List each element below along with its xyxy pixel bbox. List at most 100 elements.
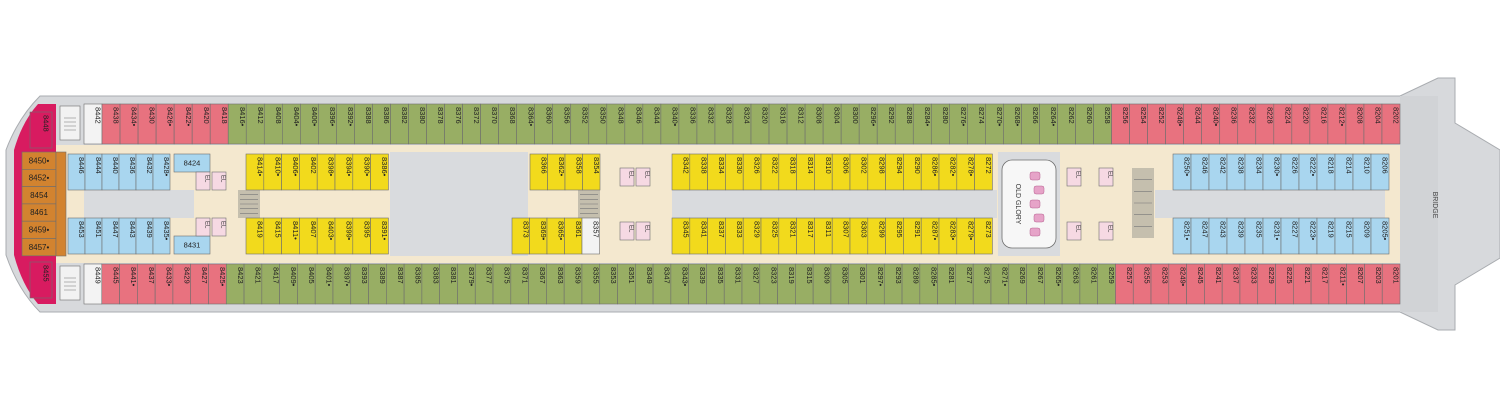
cabin-8433[interactable]: 8433• bbox=[154, 263, 174, 305]
cabin-8342[interactable]: 8342 bbox=[671, 153, 691, 191]
cabin-8324[interactable]: 8324 bbox=[732, 103, 752, 145]
cabin-8202[interactable]: 8202 bbox=[1381, 103, 1401, 145]
cabin-8386[interactable]: 8386• bbox=[370, 153, 390, 191]
cabin-8283[interactable]: 8283• bbox=[938, 217, 958, 255]
cabin-8281[interactable]: 8281 bbox=[937, 263, 956, 305]
cabin-8378[interactable]: 8378 bbox=[426, 103, 446, 145]
cabin-8251[interactable]: 8251• bbox=[1172, 217, 1192, 255]
cabin-8449[interactable]: 8449 bbox=[83, 263, 102, 305]
cabin-8286[interactable]: 8286• bbox=[920, 153, 940, 191]
cabin-8403[interactable]: 8403• bbox=[316, 217, 336, 255]
cabin-8435[interactable]: 8435• bbox=[152, 217, 171, 255]
cabin-8267[interactable]: 8267 bbox=[1026, 263, 1045, 305]
cabin-8249[interactable]: 8249• bbox=[1168, 263, 1187, 305]
cabin-8308[interactable]: 8308 bbox=[804, 103, 824, 145]
cabin-8311[interactable]: 8311 bbox=[814, 217, 833, 255]
cabin-8285[interactable]: 8285• bbox=[919, 263, 938, 305]
cabin-8360[interactable]: 8360 bbox=[534, 103, 554, 145]
cabin-8284[interactable]: 8284• bbox=[912, 103, 932, 145]
cabin-8400[interactable]: 8400• bbox=[300, 103, 319, 145]
cabin-8451[interactable]: 8451 bbox=[84, 217, 103, 255]
cabin-8386[interactable]: 8386 bbox=[372, 103, 391, 145]
cabin-8209[interactable]: 8209 bbox=[1352, 217, 1372, 255]
cabin-8312[interactable]: 8312 bbox=[786, 103, 806, 145]
cabin-8375[interactable]: 8375 bbox=[492, 263, 512, 305]
cabin-8387[interactable]: 8387 bbox=[386, 263, 405, 305]
cabin-8228[interactable]: 8228 bbox=[1255, 103, 1275, 145]
elevator[interactable]: EL bbox=[635, 167, 651, 187]
cabin-8446[interactable]: 8446 bbox=[67, 153, 86, 191]
cabin-8238[interactable]: 8238 bbox=[1226, 153, 1246, 191]
elevator[interactable]: EL bbox=[1066, 221, 1082, 241]
cabin-8366[interactable]: 8366 bbox=[529, 153, 548, 191]
cabin-8262[interactable]: 8262 bbox=[1057, 103, 1076, 145]
cabin-8306[interactable]: 8306 bbox=[831, 153, 851, 191]
cabin-8201[interactable]: 8201 bbox=[1381, 263, 1401, 305]
cabin-8212[interactable]: 8212• bbox=[1327, 103, 1347, 145]
cabin-8409[interactable]: 8409• bbox=[279, 263, 298, 305]
cabin-8442[interactable]: 8442 bbox=[83, 103, 103, 145]
cabin-8317[interactable]: 8317 bbox=[796, 217, 816, 255]
cabin-8296[interactable]: 8296• bbox=[858, 103, 878, 145]
cabin-8398[interactable]: 8398• bbox=[316, 153, 336, 191]
cabin-8349[interactable]: 8349 bbox=[634, 263, 654, 305]
elevator[interactable]: EL bbox=[619, 167, 635, 187]
cabin-8345[interactable]: 8345 bbox=[671, 217, 691, 255]
cabin-8438[interactable]: 8438 bbox=[101, 103, 121, 145]
cabin-8241[interactable]: 8241 bbox=[1204, 263, 1223, 305]
cabin-8233[interactable]: 8233 bbox=[1239, 263, 1258, 305]
cabin-8428[interactable]: 8428• bbox=[152, 153, 171, 191]
cabin-8443[interactable]: 8443 bbox=[118, 217, 137, 255]
cabin-8429[interactable]: 8429 bbox=[172, 263, 191, 305]
cabin-8316[interactable]: 8316 bbox=[768, 103, 788, 145]
cabin-8298[interactable]: 8298 bbox=[867, 153, 887, 191]
cabin-8319[interactable]: 8319 bbox=[777, 263, 796, 305]
cabin-8245[interactable]: 8245 bbox=[1186, 263, 1205, 305]
cabin-8412[interactable]: 8412 bbox=[245, 103, 265, 145]
cabin-8269[interactable]: 8269 bbox=[1008, 263, 1027, 305]
cabin-8263[interactable]: 8263 bbox=[1061, 263, 1081, 305]
cabin-8305[interactable]: 8305 bbox=[830, 263, 849, 305]
cabin-8235[interactable]: 8235 bbox=[1244, 217, 1264, 255]
cabin-8427[interactable]: 8427 bbox=[190, 263, 209, 305]
cabin-8248[interactable]: 8248• bbox=[1165, 103, 1185, 145]
elevator[interactable]: EL bbox=[211, 217, 227, 237]
cabin-8232[interactable]: 8232 bbox=[1237, 103, 1257, 145]
cabin-8355[interactable]: 8355 bbox=[581, 263, 600, 305]
cabin-8432[interactable]: 8432 bbox=[135, 153, 154, 191]
cabin-8373[interactable]: 8373 bbox=[511, 217, 530, 255]
cabin-8256[interactable]: 8256 bbox=[1111, 103, 1131, 145]
cabin-8358[interactable]: 8358 bbox=[564, 153, 583, 191]
cabin-8309[interactable]: 8309 bbox=[812, 263, 832, 305]
cabin-8276[interactable]: 8276• bbox=[949, 103, 968, 145]
cabin-8221[interactable]: 8221 bbox=[1292, 263, 1312, 305]
elevator[interactable]: EL bbox=[211, 171, 227, 191]
elevator[interactable]: EL bbox=[1098, 221, 1114, 241]
cabin-8304[interactable]: 8304 bbox=[822, 103, 842, 145]
cabin-8220[interactable]: 8220 bbox=[1291, 103, 1311, 145]
cabin-8254[interactable]: 8254 bbox=[1129, 103, 1149, 145]
cabin-8327[interactable]: 8327 bbox=[741, 263, 760, 305]
elevator[interactable]: EL bbox=[1066, 167, 1082, 187]
cabin-8320[interactable]: 8320 bbox=[750, 103, 770, 145]
cabin-8423[interactable]: 8423 bbox=[225, 263, 245, 305]
cabin-8379[interactable]: 8379• bbox=[457, 263, 476, 305]
elevator[interactable]: EL bbox=[195, 217, 211, 237]
cabin-8244[interactable]: 8244 bbox=[1183, 103, 1203, 145]
cabin-8414[interactable]: 8414• bbox=[245, 153, 265, 191]
cabin-8405[interactable]: 8405 bbox=[297, 263, 316, 305]
cabin-8214[interactable]: 8214 bbox=[1334, 153, 1354, 191]
cabin-8401[interactable]: 8401• bbox=[314, 263, 334, 305]
cabin-8294[interactable]: 8294 bbox=[885, 153, 905, 191]
cabin-8335[interactable]: 8335 bbox=[706, 263, 725, 305]
cabin-8223[interactable]: 8223• bbox=[1298, 217, 1318, 255]
cabin-8204[interactable]: 8204 bbox=[1363, 103, 1383, 145]
cabin-8402[interactable]: 8402 bbox=[299, 153, 318, 191]
cabin-8371[interactable]: 8371 bbox=[510, 263, 529, 305]
elevator[interactable]: EL bbox=[195, 171, 211, 191]
cabin-8370[interactable]: 8370 bbox=[480, 103, 500, 145]
cabin-8290[interactable]: 8290 bbox=[903, 153, 922, 191]
cabin-8395[interactable]: 8395 bbox=[352, 217, 372, 255]
cabin-8272[interactable]: 8272 bbox=[974, 153, 994, 191]
cabin-8307[interactable]: 8307 bbox=[831, 217, 851, 255]
